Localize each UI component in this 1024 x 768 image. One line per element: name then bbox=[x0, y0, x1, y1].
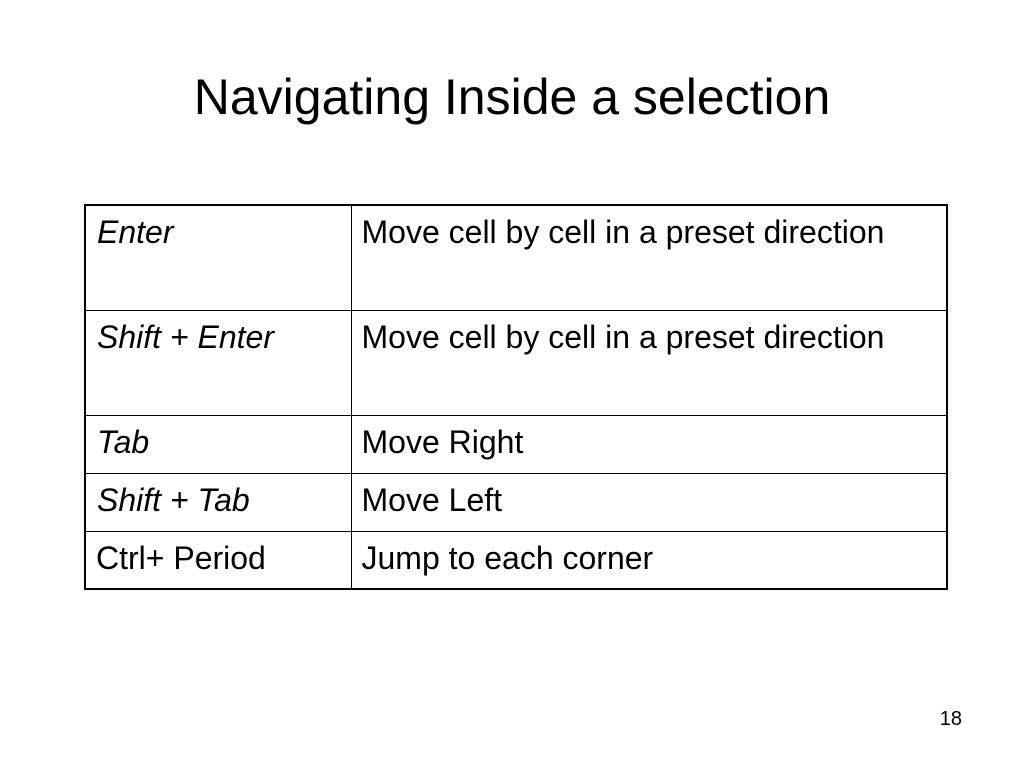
table-row: Shift + Tab Move Left bbox=[84, 472, 948, 532]
page-number: 18 bbox=[939, 708, 962, 730]
shortcut-key: Enter bbox=[84, 204, 352, 311]
shortcut-key: Shift + Enter bbox=[84, 309, 352, 416]
shortcut-description: Move Right bbox=[350, 414, 948, 474]
table-row: Ctrl+ Period Jump to each corner bbox=[84, 530, 948, 590]
table-row: Shift + Enter Move cell by cell in a pre… bbox=[84, 309, 948, 416]
shortcut-description: Move cell by cell in a preset direction bbox=[350, 204, 948, 311]
table-row: Tab Move Right bbox=[84, 414, 948, 474]
slide-title: Navigating Inside a selection bbox=[193, 69, 831, 125]
shortcut-key: Shift + Tab bbox=[84, 472, 352, 532]
table-row: Enter Move cell by cell in a preset dire… bbox=[84, 204, 948, 311]
shortcut-key: Tab bbox=[84, 414, 352, 474]
shortcut-description: Jump to each corner bbox=[350, 530, 948, 590]
shortcut-description: Move Left bbox=[350, 472, 948, 532]
shortcut-key: Ctrl+ Period bbox=[84, 530, 352, 590]
shortcut-table: Enter Move cell by cell in a preset dire… bbox=[84, 204, 948, 590]
shortcut-description: Move cell by cell in a preset direction bbox=[350, 309, 948, 416]
